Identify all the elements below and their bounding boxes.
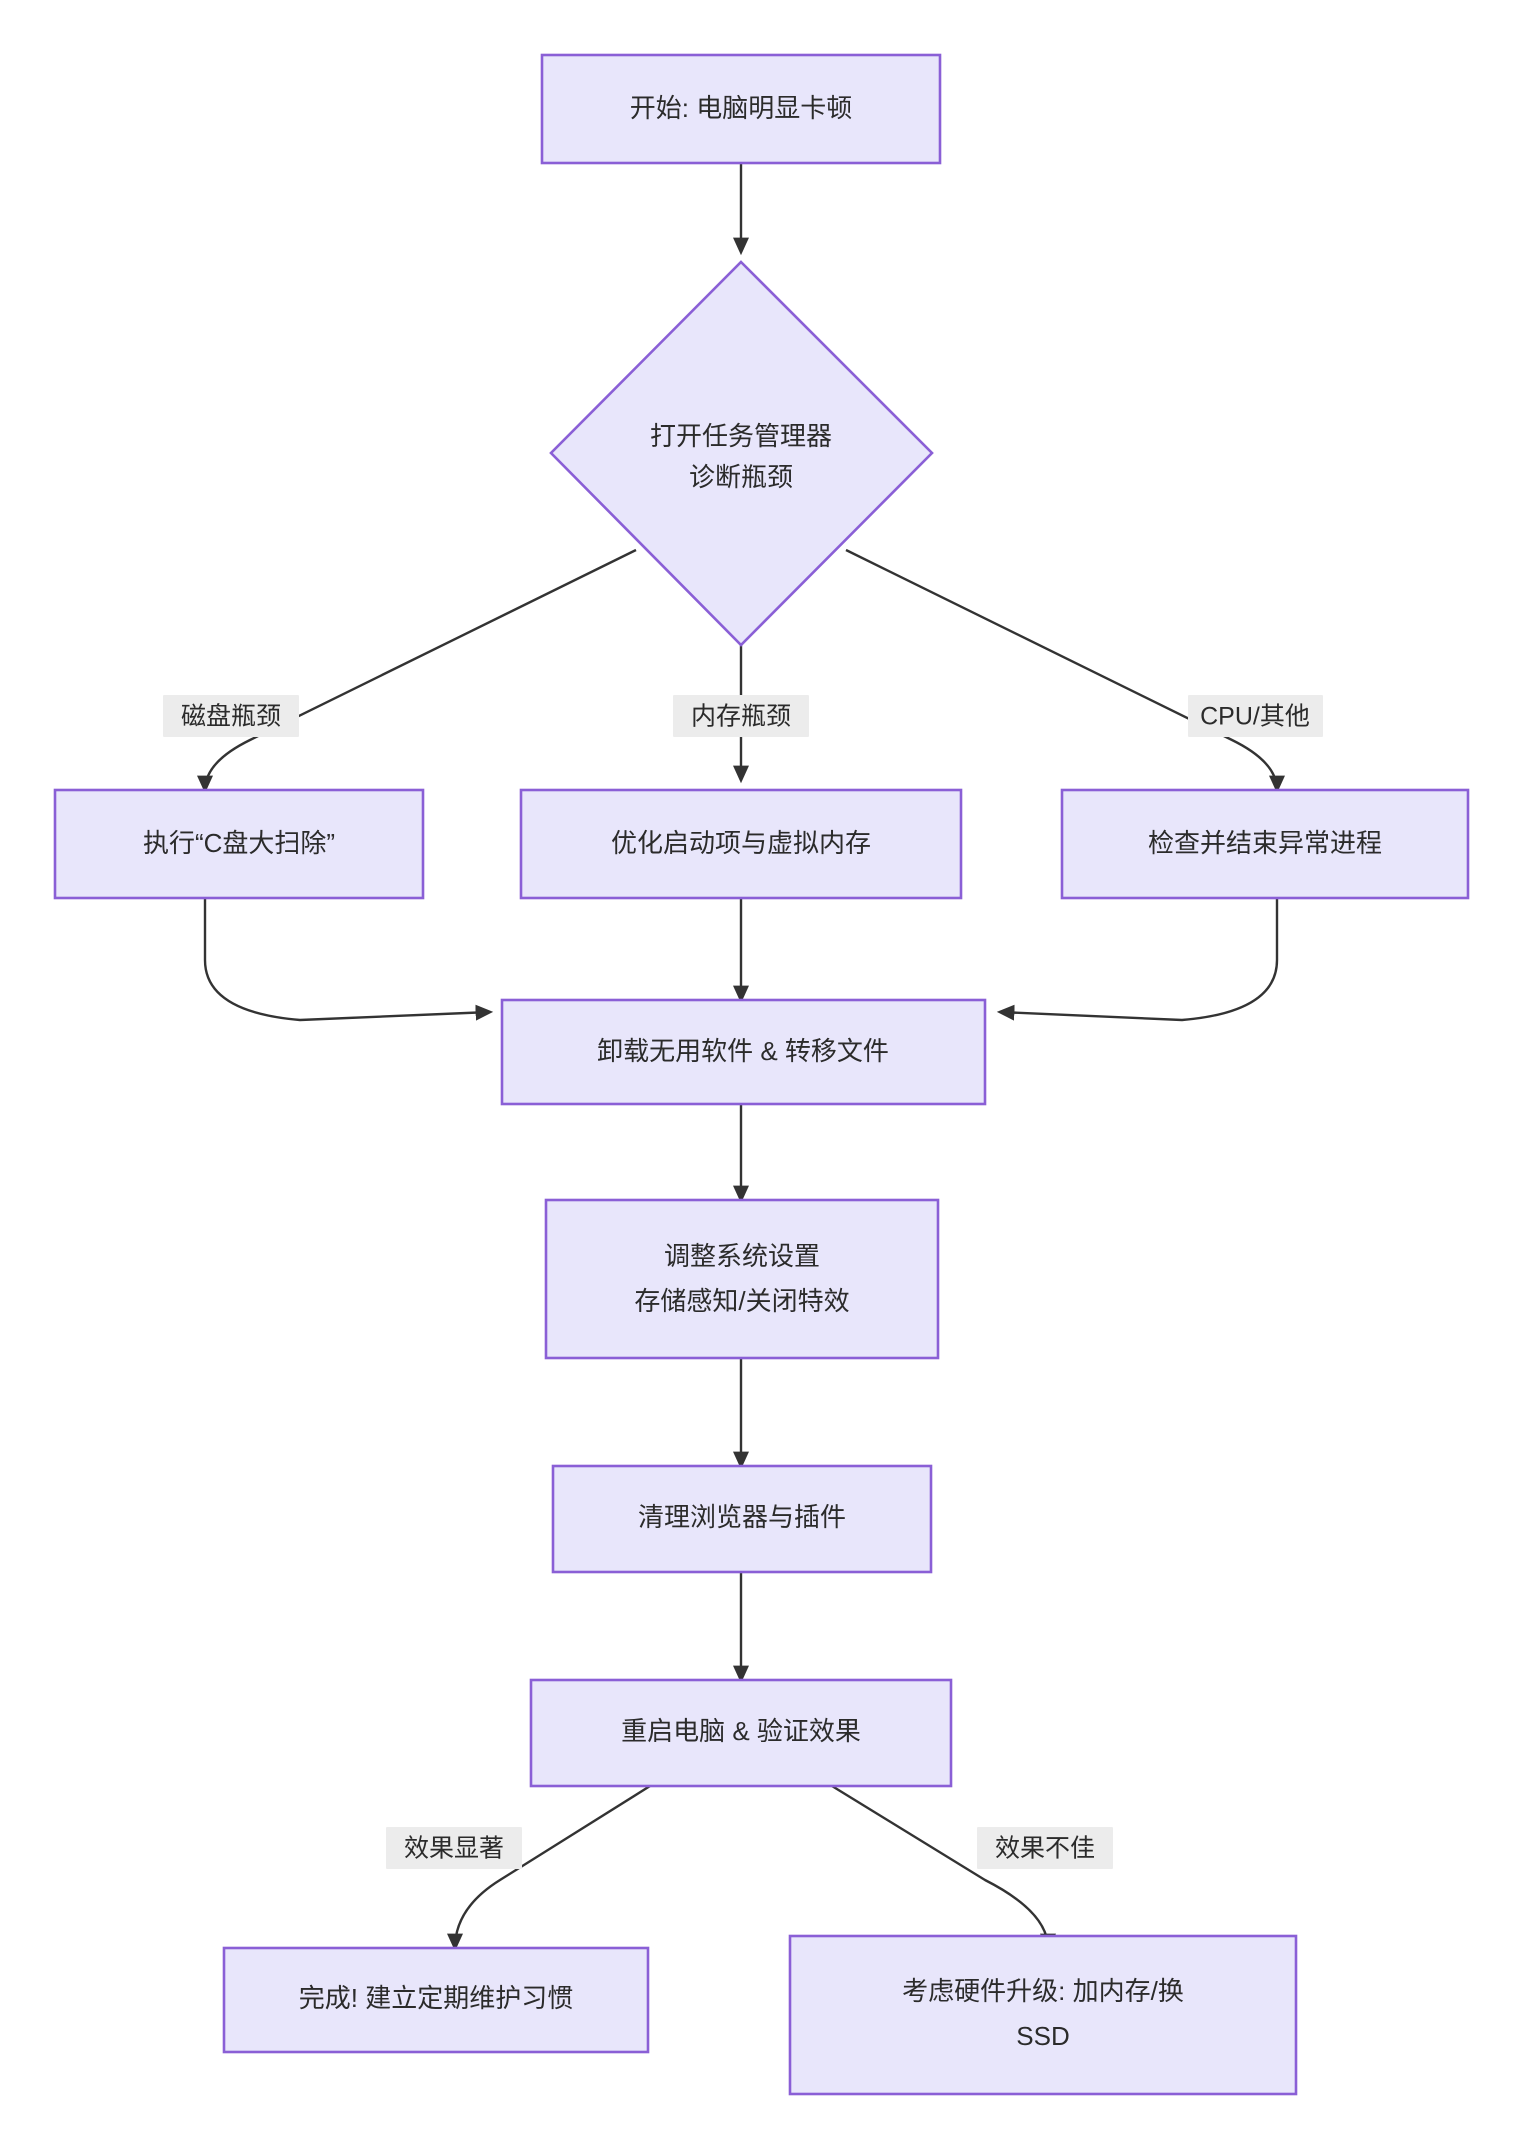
node-disk-cleanup[interactable]: 执行“C盘大扫除” <box>53 788 425 900</box>
node-hardware-upgrade-label-line1: 考虑硬件升级: 加内存/换 <box>902 1976 1184 2006</box>
node-system-settings[interactable]: 调整系统设置 存储感知/关闭特效 <box>544 1198 940 1360</box>
node-browser-cleanup[interactable]: 清理浏览器与插件 <box>551 1464 933 1574</box>
edge-cpu-to-uninstall <box>996 898 1279 1022</box>
edge-diagnose-to-disk <box>197 548 637 794</box>
edge-restart-to-done <box>447 1784 651 1952</box>
node-system-settings-label-line2: 存储感知/关闭特效 <box>634 1286 849 1316</box>
edge-label-memory-branch-text: 内存瓶颈 <box>691 703 791 731</box>
edge-label-cpu-branch-text: CPU/其他 <box>1200 703 1310 731</box>
node-done-maintenance[interactable]: 完成! 建立定期维护习惯 <box>222 1946 650 2054</box>
edge-diagnose-to-cpu <box>845 548 1285 794</box>
node-diagnose-label-line2: 诊断瓶颈 <box>689 462 793 492</box>
node-cpu-process[interactable]: 检查并结束异常进程 <box>1060 788 1470 900</box>
node-restart-verify-label: 重启电脑 & 验证效果 <box>621 1716 861 1746</box>
edge-label-bad-result: 效果不佳 <box>977 1827 1113 1869</box>
node-hardware-upgrade-label-line2: SSD <box>1016 2021 1069 2051</box>
edge-label-disk-branch-text: 磁盘瓶颈 <box>181 703 281 731</box>
edge-disk-to-uninstall <box>203 898 494 1022</box>
node-diagnose-bottleneck[interactable]: 打开任务管理器 诊断瓶颈 <box>549 260 934 647</box>
edge-layer <box>197 163 1285 1952</box>
node-memory-optimize-label: 优化启动项与虚拟内存 <box>611 828 871 858</box>
node-start-label: 开始: 电脑明显卡顿 <box>630 93 852 123</box>
node-memory-optimize[interactable]: 优化启动项与虚拟内存 <box>519 788 963 900</box>
node-done-maintenance-label: 完成! 建立定期维护习惯 <box>299 1983 573 2013</box>
node-cpu-process-label: 检查并结束异常进程 <box>1148 828 1382 858</box>
edge-label-cpu-branch: CPU/其他 <box>1188 695 1323 737</box>
node-start[interactable]: 开始: 电脑明显卡顿 <box>540 53 942 165</box>
node-uninstall-move-label: 卸载无用软件 & 转移文件 <box>597 1036 889 1066</box>
edge-label-bad-result-text: 效果不佳 <box>995 1835 1095 1863</box>
node-diagnose-label-line1: 打开任务管理器 <box>650 421 832 451</box>
node-browser-cleanup-label: 清理浏览器与插件 <box>638 1502 846 1532</box>
node-layer: 开始: 电脑明显卡顿 打开任务管理器 诊断瓶颈 执行“C盘大扫除” 优化启动项与… <box>53 53 1470 2096</box>
node-disk-cleanup-label: 执行“C盘大扫除” <box>143 828 335 858</box>
edge-label-memory-branch: 内存瓶颈 <box>673 695 809 737</box>
edge-label-good-result: 效果显著 <box>386 1827 522 1869</box>
edge-label-disk-branch: 磁盘瓶颈 <box>163 695 299 737</box>
node-restart-verify[interactable]: 重启电脑 & 验证效果 <box>529 1678 953 1788</box>
node-system-settings-label-line1: 调整系统设置 <box>664 1241 820 1271</box>
edge-label-good-result-text: 效果显著 <box>404 1835 504 1863</box>
node-hardware-upgrade[interactable]: 考虑硬件升级: 加内存/换 SSD <box>788 1934 1298 2096</box>
edge-label-layer: 磁盘瓶颈 内存瓶颈 CPU/其他 效果显著 效果不佳 <box>163 695 1323 1869</box>
node-uninstall-move[interactable]: 卸载无用软件 & 转移文件 <box>500 998 987 1106</box>
